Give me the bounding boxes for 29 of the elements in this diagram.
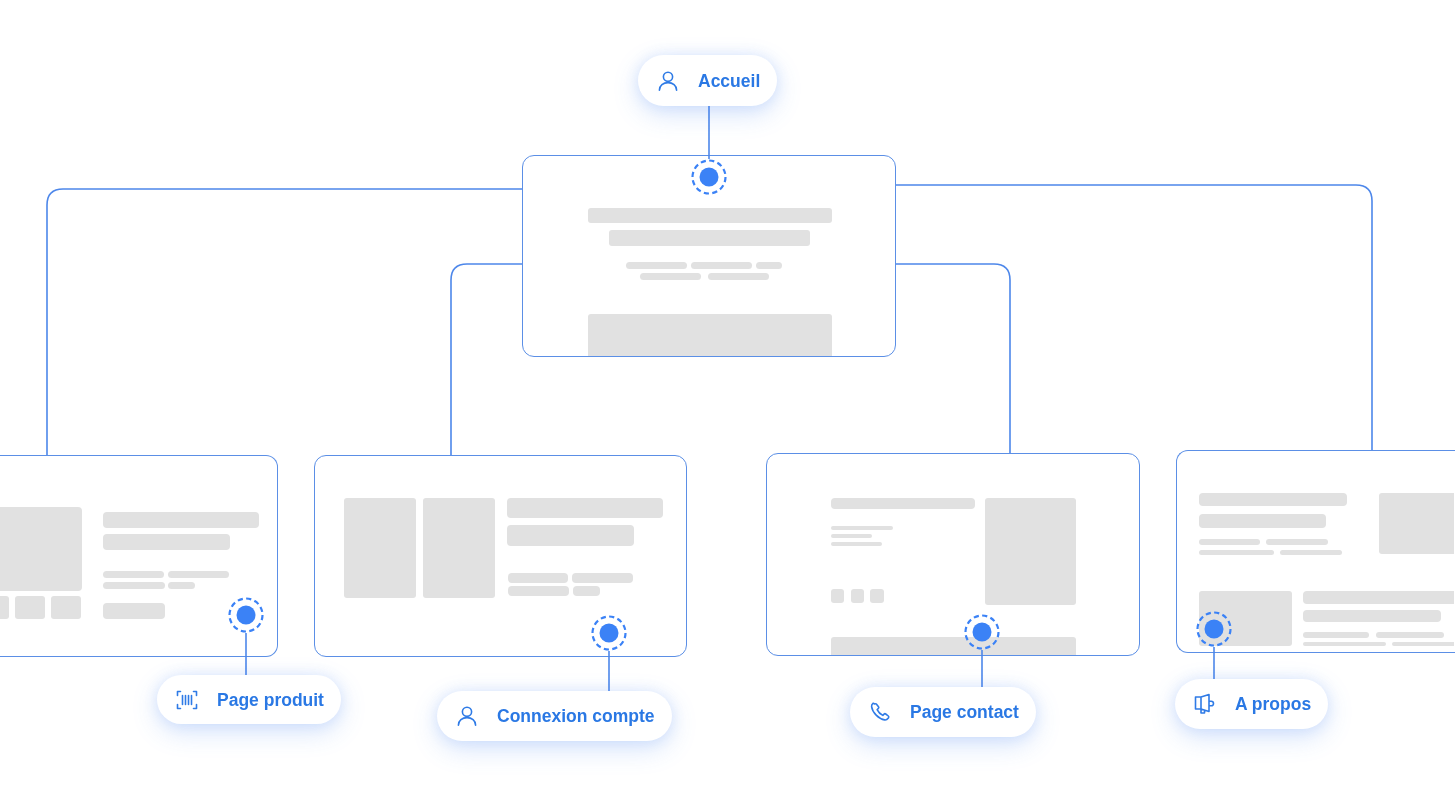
page-wireframe-card bbox=[0, 455, 278, 657]
target-marker bbox=[964, 614, 1000, 650]
page-wireframe-card bbox=[766, 453, 1140, 656]
target-marker bbox=[1196, 611, 1232, 647]
leader-line bbox=[1213, 646, 1215, 680]
page-label-pill bbox=[157, 675, 341, 724]
page-name: Accueil bbox=[698, 69, 761, 92]
page-label-pill bbox=[850, 687, 1036, 737]
target-marker bbox=[591, 615, 627, 651]
page-name: Page contact bbox=[910, 701, 1019, 723]
connector-line bbox=[895, 263, 1011, 454]
leader-line bbox=[981, 649, 983, 688]
connector-line bbox=[450, 263, 523, 456]
leader-line bbox=[608, 650, 610, 692]
page-label-pill bbox=[1175, 679, 1329, 729]
page-wireframe-card bbox=[314, 455, 687, 657]
connector-line bbox=[46, 188, 523, 456]
page-name: A propos bbox=[1235, 693, 1312, 715]
leader-line bbox=[245, 632, 247, 676]
page-name: Connexion compte bbox=[497, 705, 655, 727]
page-wireframe-card bbox=[522, 155, 896, 357]
page-wireframe-card bbox=[1176, 450, 1455, 653]
page-label-pill bbox=[638, 55, 778, 106]
page-name: Page produit bbox=[217, 688, 324, 711]
target-marker bbox=[691, 159, 727, 195]
leader-line bbox=[708, 105, 710, 160]
connector-line bbox=[895, 184, 1373, 451]
target-marker bbox=[228, 597, 264, 633]
page-label-pill bbox=[437, 691, 672, 741]
